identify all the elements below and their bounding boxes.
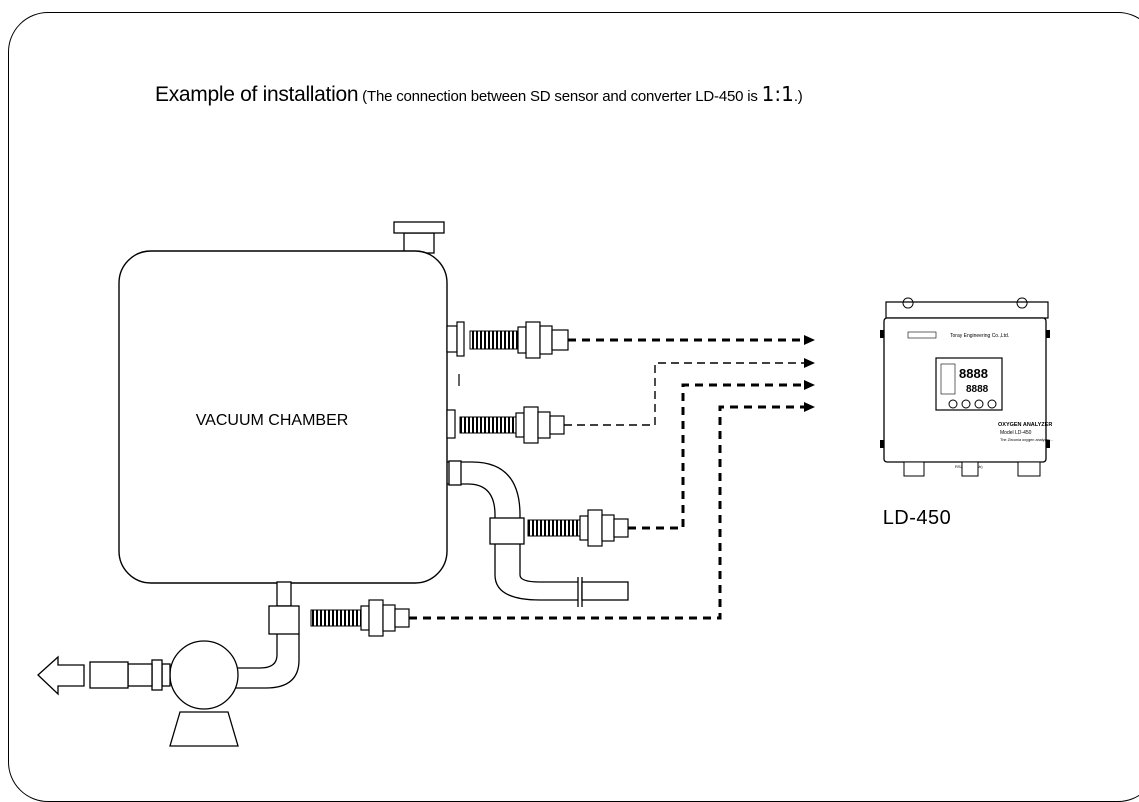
pump-icon [89,640,239,747]
sensor-probe-1 [469,321,569,359]
converter-button-4 [987,399,997,409]
sensor-probe-2 [459,406,565,444]
display-main: 8888 [959,366,988,381]
mount-hole-right [1016,297,1028,309]
converter-model-label: LD-450 [883,507,952,529]
converter-name: OXYGEN ANALYZER [998,422,1052,428]
converter-brand: Toray Engineering Co.,Ltd. [950,333,1009,339]
display-sub: 8888 [966,384,989,395]
bottom-pipe [230,581,300,689]
cable-arrowheads [804,335,815,412]
diagram-title: Example of installation (The connection … [155,82,803,107]
title-sub-prefix: (The connection between SD sensor and co… [358,88,762,105]
sensor-probe-3 [527,509,629,547]
converter-button-2 [961,399,971,409]
top-flange [393,221,445,254]
converter-button-3 [974,399,984,409]
signal-cables [409,338,805,620]
chamber-ports [446,321,465,439]
chamber-label: VACUUM CHAMBER [196,412,349,429]
converter-button-1 [948,399,958,409]
title-sub-suffix: .) [793,88,803,105]
installation-diagram: VACUUM CHAMBER [37,221,1053,747]
mount-hole-left [902,297,914,309]
converter-model-line: Model LD-450 [1000,430,1032,436]
sensor-probe-4 [310,599,410,637]
vacuum-chamber: VACUUM CHAMBER [118,250,448,584]
exhaust-arrow-icon [37,655,85,696]
converter-description: The Zirconia oxygen analyzer... [1000,438,1053,442]
side-pipe [447,460,629,607]
converter-ld450: Toray Engineering Co.,Ltd. 8888 8888 OXY… [880,297,1053,477]
title-ratio: 1:1 [761,82,794,106]
title-main: Example of installation [155,83,359,106]
